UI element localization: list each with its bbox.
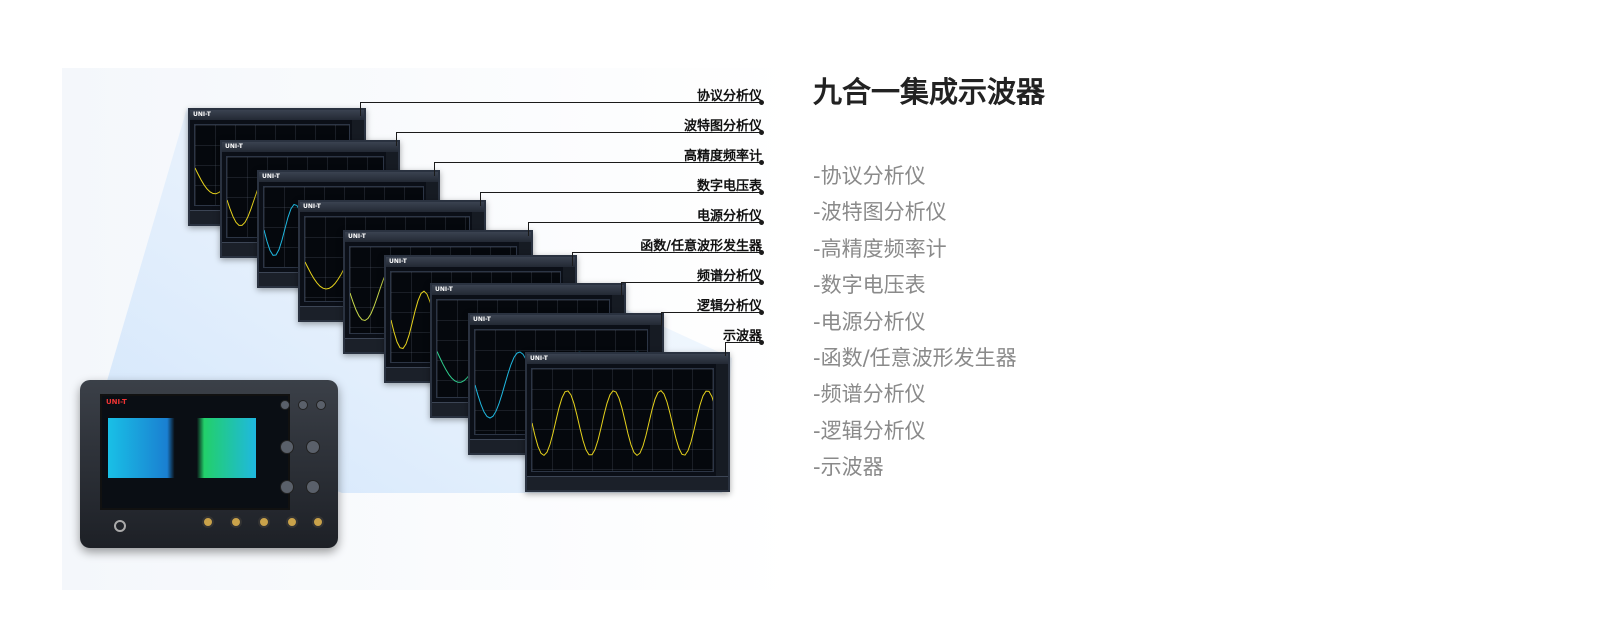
oscilloscope-waveform [108, 418, 256, 478]
callout-leader-line [661, 312, 662, 326]
callout-dot-icon [759, 250, 764, 255]
input-port-icon [202, 516, 214, 528]
callout-dot-icon [759, 280, 764, 285]
callout-leader-line [434, 162, 435, 176]
screen-brand: UNI-T [193, 111, 211, 118]
callout-leader-line [434, 162, 762, 163]
callout-label: 数字电压表 [696, 179, 762, 194]
screen-topbar: UNI-T [432, 285, 624, 295]
screen-grid [531, 368, 714, 472]
scope-brand: UNI-T [106, 398, 127, 406]
knob-icon [280, 440, 294, 454]
waveform-trace [532, 390, 713, 457]
screen-brand: UNI-T [435, 286, 453, 293]
callout-label: 高精度频率计 [683, 149, 762, 164]
page-title: 九合一集成示波器 [813, 75, 1046, 109]
callout-dot-icon [759, 190, 764, 195]
input-port-icon [312, 516, 324, 528]
callout-leader-line [528, 222, 529, 236]
knob-icon [280, 480, 294, 494]
screen-topbar: UNI-T [300, 202, 484, 212]
callout-leader-line [396, 132, 397, 146]
callout-leader-line [661, 312, 762, 313]
feature-item: -逻辑分析仪 [813, 418, 926, 443]
input-port-icon [230, 516, 242, 528]
input-port-icon [258, 516, 270, 528]
callout-leader-line [360, 102, 762, 103]
input-port-icon [286, 516, 298, 528]
power-button-icon [114, 520, 126, 532]
screen-topbar: UNI-T [190, 110, 364, 120]
callout-dot-icon [759, 100, 764, 105]
callout-leader-line [725, 342, 726, 356]
callout-label: 逻辑分析仪 [696, 299, 762, 314]
screen-topbar: UNI-T [259, 172, 438, 182]
screen-brand: UNI-T [303, 203, 321, 210]
feature-item: -波特图分析仪 [813, 200, 947, 225]
callout-dot-icon [759, 220, 764, 225]
screen-topbar: UNI-T [470, 315, 662, 325]
callout-label: 示波器 [722, 329, 762, 344]
analyzer-screen: UNI-T [525, 352, 730, 492]
callout-label: 函数/任意波形发生器 [640, 239, 762, 254]
callout-leader-line [360, 102, 361, 116]
knob-icon [280, 400, 290, 410]
screen-brand: UNI-T [262, 173, 280, 180]
screen-topbar: UNI-T [345, 232, 531, 242]
callout-leader-line [396, 132, 762, 133]
screen-topbar: UNI-T [386, 257, 575, 267]
knob-icon [306, 440, 320, 454]
feature-item: -频谱分析仪 [813, 382, 926, 407]
callout-dot-icon [759, 310, 764, 315]
screen-sidebar [716, 364, 728, 476]
screen-brand: UNI-T [389, 258, 407, 265]
callout-leader-line [621, 282, 762, 283]
feature-item: -函数/任意波形发生器 [813, 346, 1017, 371]
callout-dot-icon [759, 160, 764, 165]
knob-icon [316, 400, 326, 410]
callout-leader-line [528, 222, 762, 223]
screen-topbar: UNI-T [222, 142, 398, 152]
feature-item: -示波器 [813, 455, 884, 480]
screen-brand: UNI-T [225, 143, 243, 150]
feature-list: -协议分析仪 -波特图分析仪 -高精度频率计 -数字电压表 -电源分析仪 -函数… [813, 158, 1017, 486]
feature-item: -协议分析仪 [813, 164, 926, 188]
callout-leader-line [480, 192, 481, 206]
screen-brand: UNI-T [530, 355, 548, 362]
knob-icon [298, 400, 308, 410]
callout-dot-icon [759, 130, 764, 135]
screen-brand: UNI-T [348, 233, 366, 240]
callout-label: 协议分析仪 [696, 89, 762, 104]
callout-leader-line [725, 342, 762, 343]
screen-bottombar [527, 476, 728, 490]
callout-leader-line [480, 192, 762, 193]
callout-label: 频谱分析仪 [696, 269, 762, 284]
knob-icon [306, 480, 320, 494]
callout-label: 波特图分析仪 [683, 119, 762, 134]
callout-leader-line [572, 252, 573, 266]
feature-item: -电源分析仪 [813, 309, 926, 334]
screen-topbar: UNI-T [527, 354, 728, 364]
screen-brand: UNI-T [473, 316, 491, 323]
callout-label: 电源分析仪 [696, 209, 762, 224]
feature-item: -数字电压表 [813, 273, 926, 298]
callout-leader-line [621, 282, 622, 296]
oscilloscope-device: UNI-T [80, 380, 338, 548]
control-panel [276, 396, 332, 514]
feature-item: -高精度频率计 [813, 236, 947, 261]
callout-leader-line [572, 252, 762, 253]
callout-dot-icon [759, 340, 764, 345]
